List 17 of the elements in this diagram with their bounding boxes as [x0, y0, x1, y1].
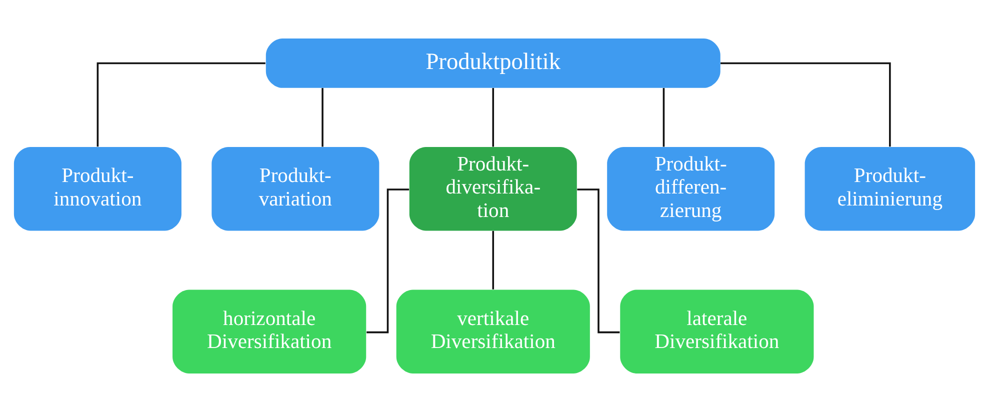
node-box: horizontale Diversifikation — [172, 290, 366, 374]
connector — [492, 88, 494, 147]
node-box: Produktpolitik — [266, 38, 720, 88]
node-box: Produkt- innovation — [14, 146, 182, 231]
connector — [577, 188, 620, 334]
node-box: Produkt- differen- zierung — [607, 146, 775, 231]
node-box: Produkt- diversifika- tion — [409, 146, 577, 231]
node-box: laterale Diversifikation — [620, 290, 814, 374]
connector — [492, 230, 494, 290]
connector — [322, 88, 324, 147]
node-box: Produkt- eliminierung — [804, 146, 976, 231]
connector — [366, 188, 410, 334]
connector — [96, 62, 266, 147]
connector — [662, 88, 665, 147]
connector — [720, 62, 891, 147]
node-box: Produkt- variation — [212, 146, 380, 231]
node-box: vertikale Diversifikation — [396, 290, 590, 374]
